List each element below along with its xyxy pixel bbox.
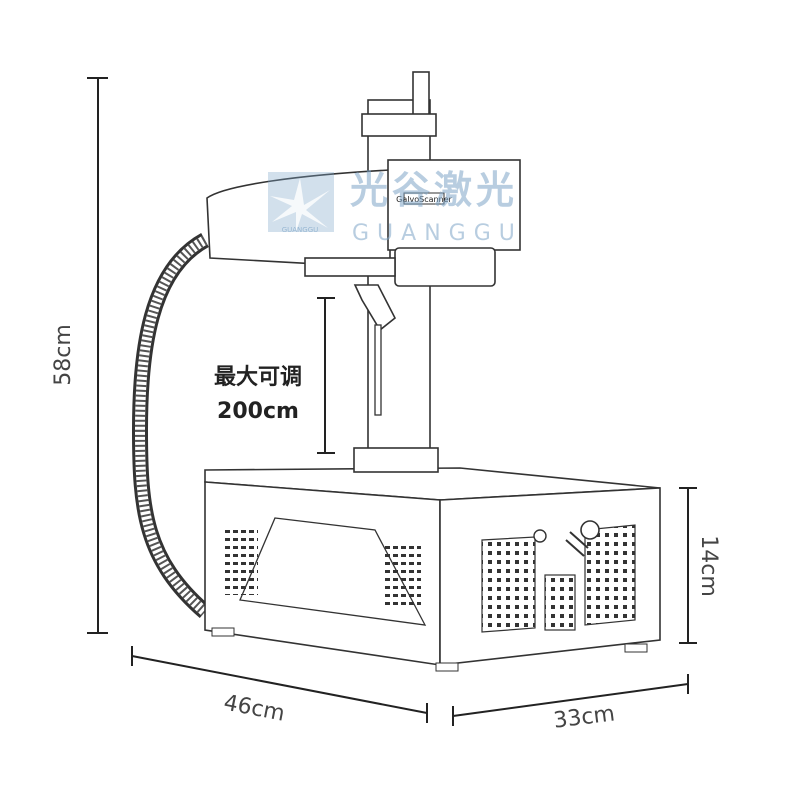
base-height-label: 14cm [696, 535, 721, 597]
base-cabinet [204, 467, 661, 672]
side-grille-middle [544, 574, 576, 631]
height-dimension [87, 77, 108, 634]
adjust-range-dimension [317, 297, 335, 454]
foot [211, 627, 235, 637]
watermark-chinese: 光谷激光 [350, 168, 518, 212]
machine-label: GalvoScanner [396, 195, 452, 204]
left-vent [222, 525, 258, 595]
watermark-logo-text: GUANGGU [282, 226, 319, 234]
depth-label: 33cm [552, 701, 616, 733]
watermark-english: GUANGGU [352, 221, 523, 246]
width-dimension [131, 646, 428, 723]
foot [435, 662, 459, 672]
side-grille-right [584, 524, 636, 626]
front-vent [383, 545, 421, 610]
brand-watermark: GUANGGU 光谷激光 GUANGGU [268, 168, 523, 246]
base-height-dimension [679, 487, 697, 644]
fiber-cable [131, 232, 211, 619]
key-icon [565, 531, 589, 557]
height-label: 58cm [51, 324, 76, 386]
power-button [533, 529, 547, 543]
side-grille-left [481, 536, 536, 633]
depth-dimension [452, 674, 689, 726]
adjust-note-line2: 200cm [217, 399, 299, 424]
foot [624, 643, 648, 653]
key-switch [580, 520, 600, 540]
width-label: 46cm [222, 690, 287, 726]
adjust-note-line1: 最大可调 [214, 365, 302, 390]
